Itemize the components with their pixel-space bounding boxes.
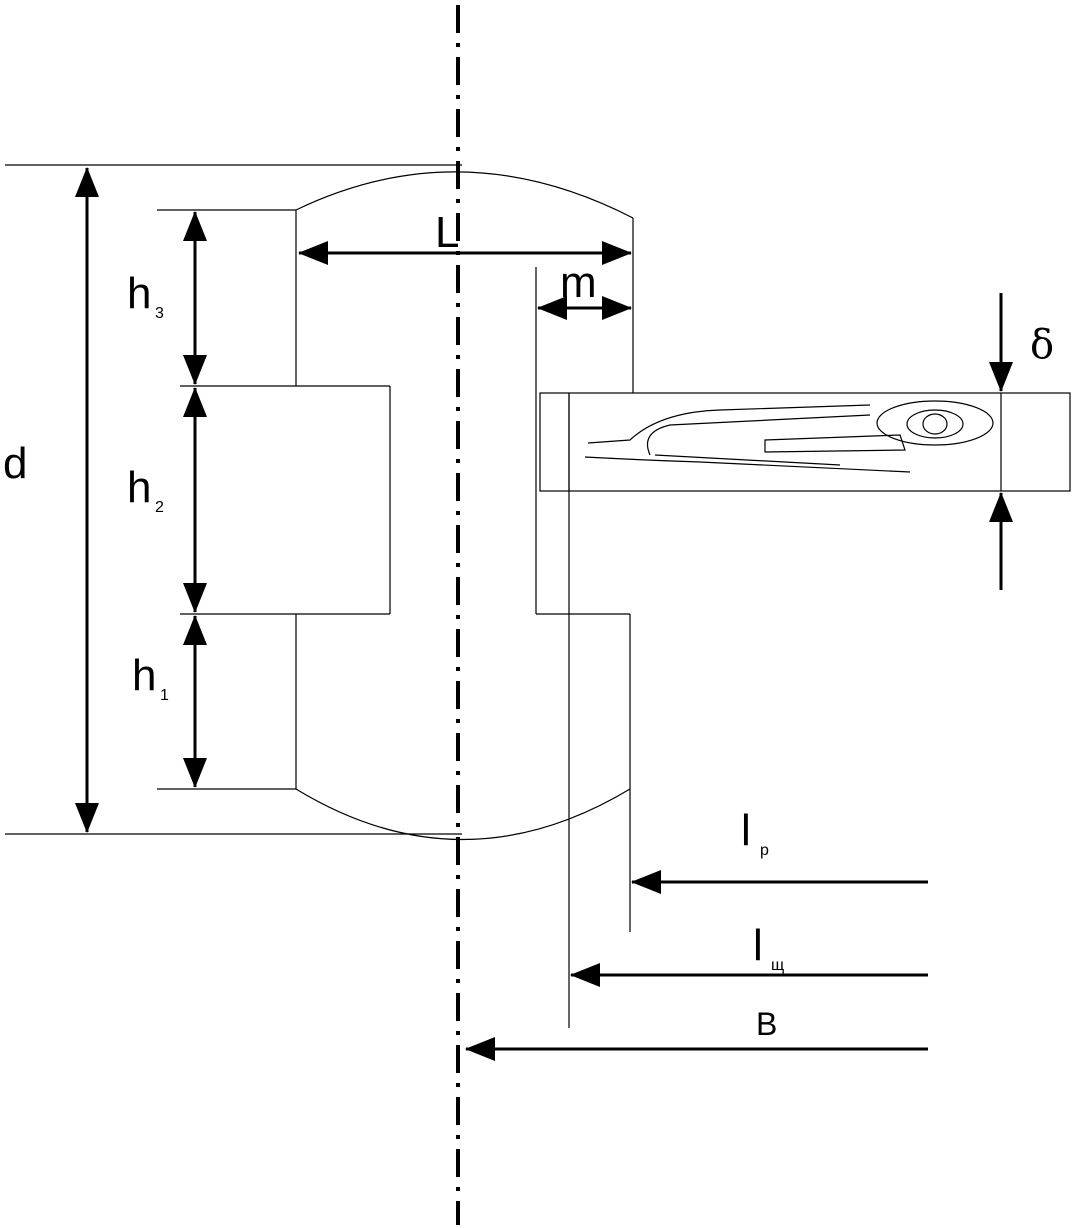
label-h1-sub: 1 bbox=[160, 687, 169, 704]
label-d: d bbox=[3, 439, 27, 488]
drum-body bbox=[5, 164, 634, 1028]
label-B: B bbox=[756, 1006, 777, 1042]
label-h1: h bbox=[132, 651, 156, 700]
labels: d h 3 h 2 h 1 L m δ l р l щ B bbox=[3, 208, 1054, 1042]
label-h3: h bbox=[127, 269, 151, 318]
label-lsh-sub: щ bbox=[771, 957, 784, 974]
label-m: m bbox=[560, 258, 597, 307]
wooden-plank bbox=[539, 392, 1071, 492]
label-h2-sub: 2 bbox=[155, 499, 164, 516]
label-lsh: l bbox=[753, 921, 763, 970]
label-lp: l bbox=[741, 806, 751, 855]
label-h2: h bbox=[127, 463, 151, 512]
label-L: L bbox=[435, 208, 459, 257]
label-lp-sub: р bbox=[760, 842, 769, 859]
label-h3-sub: 3 bbox=[155, 305, 164, 322]
label-delta: δ bbox=[1030, 322, 1054, 368]
dimension-arrows bbox=[75, 167, 1013, 1061]
